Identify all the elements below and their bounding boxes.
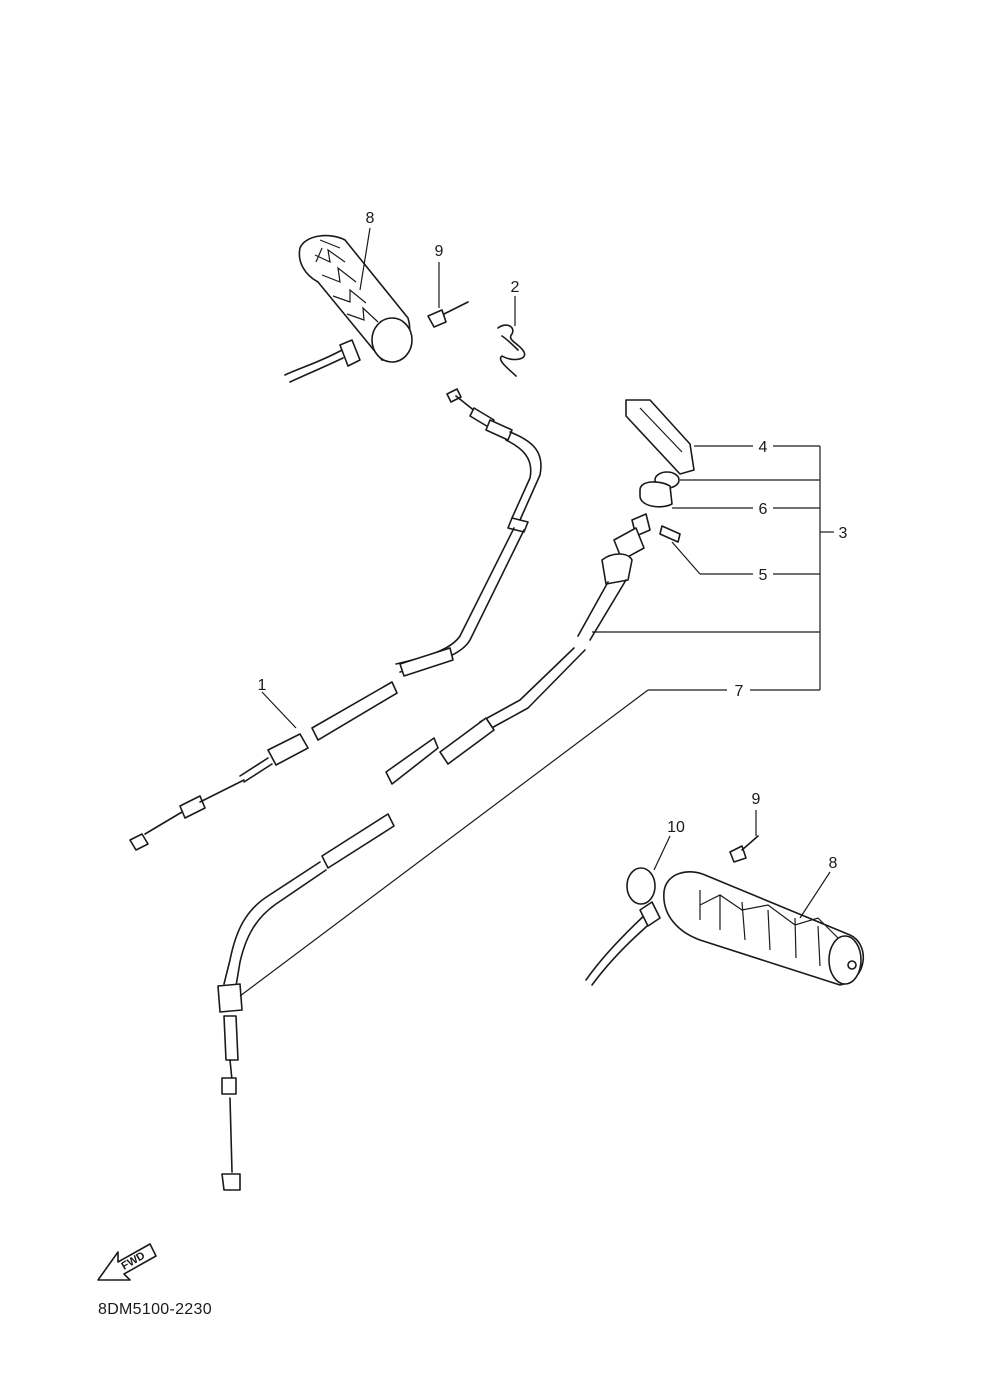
cable-part-7 [217,513,820,1191]
callout-5: 5 [759,567,768,584]
screw-bottom [729,810,759,863]
screw-top [427,262,469,328]
grip-top [284,234,413,383]
callout-2: 2 [511,279,520,296]
callout-7: 7 [735,683,744,700]
grip-bottom [585,867,864,986]
cable-part-1 [129,388,542,851]
callout-4: 4 [759,439,768,456]
callouts: 8 9 2 4 6 3 5 7 1 9 10 8 [258,210,848,872]
callout-10: 10 [667,819,685,836]
callout-1: 1 [258,677,267,694]
fwd-arrow-icon: FWD [97,1243,157,1281]
callout-8-top: 8 [366,210,375,227]
callout-3: 3 [839,525,848,542]
drawing-code: 8DM5100-2230 [98,1301,212,1318]
bracket-part-4 [625,399,695,475]
clip-part-2 [497,296,526,377]
leader-lines [359,227,834,919]
pin-part-5 [659,525,701,575]
callout-9-top: 9 [435,243,444,260]
callout-9-bottom: 9 [752,791,761,808]
callout-8-bottom: 8 [829,855,838,872]
nut-part-6 [639,471,680,508]
callout-6: 6 [759,501,768,518]
